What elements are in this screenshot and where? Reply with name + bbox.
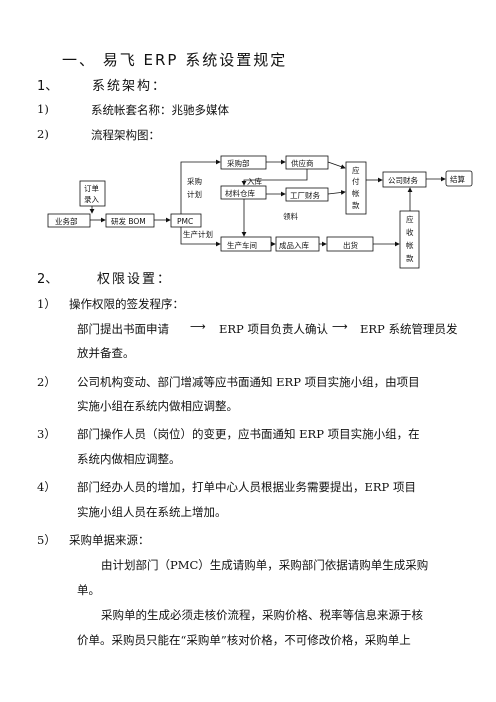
purchase-plan-line2: 计划 — [187, 189, 202, 199]
supplier-label: 供应商 — [291, 158, 314, 168]
perm4-line2: 实施小组人员在系统上增加。 — [77, 505, 227, 519]
section1-number: 1、 — [37, 79, 59, 94]
perm3-line2: 系统内做相应调整。 — [77, 452, 181, 466]
order-entry-line2: 录入 — [84, 195, 99, 204]
purchasing-box — [220, 155, 267, 170]
sales-label: 业务部 — [55, 216, 78, 226]
material-warehouse-box — [220, 185, 267, 200]
perm2-line2: 实施小组在系统内做相应调整。 — [77, 399, 238, 413]
perm4-number: 4） — [37, 480, 56, 494]
payable-char4: 款 — [352, 200, 360, 210]
payable-box — [345, 161, 367, 215]
receivable-char1: 应 — [406, 214, 414, 224]
perm1-number: 1） — [37, 297, 56, 311]
company-finance-label: 公司财务 — [388, 175, 418, 185]
purchase-plan-line1: 采购 — [187, 176, 202, 186]
material-warehouse-label: 材料仓库 — [225, 188, 255, 198]
perm1-step-b: ERP 项目负责人确认 — [219, 322, 328, 336]
perm4-line1: 部门经办人员的增加，打单中心人员根据业务需要提出，ERP 项目 — [77, 480, 416, 494]
rd-bom-label: 研发 BOM — [111, 216, 146, 226]
perm2-number: 2） — [37, 375, 56, 389]
pick-material-label: 领料 — [283, 211, 298, 221]
perm5-p1-line1: 由计划部门（PMC）生成请购单，采购部门依据请购单生成采购 — [101, 558, 429, 572]
production-plan-label: 生产计划 — [183, 229, 213, 239]
rd-bom-box — [105, 213, 155, 228]
section2-heading: 权限设置： — [97, 272, 173, 287]
section1-heading: 系统架构： — [92, 79, 168, 94]
perm3-line1: 部门操作人员（岗位）的变更，应书面通知 ERP 项目实施小组，在 — [77, 427, 420, 441]
fg-stock-in-label: 成品入库 — [279, 240, 309, 250]
perm5-number: 5） — [37, 533, 56, 547]
perm5-p2-line2: 价单。采购员只能在“采购单”核对价格，不可修改价格，采购单上 — [77, 633, 411, 647]
perm1-title: 操作权限的签发程序： — [69, 297, 184, 311]
order-entry-line1: 订单 — [84, 183, 99, 193]
receivable-char4: 款 — [406, 253, 414, 263]
factory-finance-label: 工厂财务 — [290, 190, 320, 200]
perm2-line1: 公司机构变动、部门增减等应书面通知 ERP 项目实施小组，由项目 — [77, 375, 420, 389]
item1-1-number: 1) — [37, 102, 49, 116]
page-title: 一、 易飞 ERP 系统设置规定 — [62, 51, 288, 69]
stock-in-label: 入库 — [247, 176, 262, 186]
account-name-text: 系统帐套名称：兆驰多媒体 — [91, 103, 229, 117]
perm1-step-a: 部门提出书面申请 — [77, 322, 169, 336]
pmc-box — [170, 213, 202, 228]
pmc-label: PMC — [177, 217, 193, 226]
perm5-p1-line2: 单。 — [77, 583, 100, 597]
company-finance-box — [382, 171, 427, 188]
section2-number: 2、 — [37, 272, 59, 287]
flow-arrow-1-icon: ⟶ — [190, 320, 206, 333]
factory-finance-box — [285, 187, 329, 202]
perm3-number: 3） — [37, 427, 56, 441]
payable-char1: 应 — [352, 165, 360, 175]
perm1-step-d: 放并备查。 — [77, 346, 135, 360]
workshop-label: 生产车间 — [227, 240, 257, 250]
order-entry-box — [79, 180, 106, 207]
settlement-box — [445, 170, 473, 187]
sales-box — [47, 213, 91, 228]
flow-arrow-2-icon: ⟶ — [332, 320, 348, 333]
purchasing-label: 采购部 — [227, 158, 250, 168]
payable-char2: 付 — [352, 176, 360, 186]
perm1-step-c: ERP 系统管理员发 — [360, 322, 458, 336]
receivable-char3: 帐 — [406, 240, 414, 250]
perm5-title: 采购单据来源： — [69, 533, 150, 547]
flow-chart-label: 流程架构图： — [91, 128, 160, 142]
receivable-box — [399, 210, 420, 269]
item1-2-number: 2) — [37, 127, 49, 141]
perm5-p2-line1: 采购单的生成必须走核价流程，采购价格、税率等信息来源于核 — [101, 608, 423, 622]
payable-char3: 帐 — [352, 188, 360, 198]
settlement-label: 结算 — [450, 174, 465, 184]
shipment-label: 出货 — [343, 240, 358, 250]
receivable-char2: 收 — [406, 227, 414, 237]
